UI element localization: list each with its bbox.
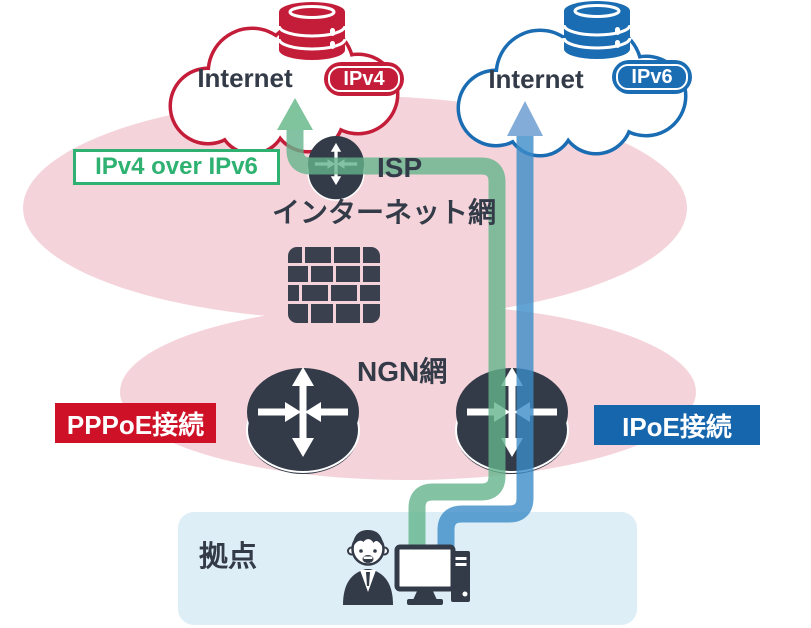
internet-ipv4-label: Internet	[197, 63, 293, 93]
person-icon	[343, 530, 393, 605]
ipv4-badge: IPv4	[324, 62, 404, 96]
internet-ipv6-label: Internet	[488, 64, 584, 94]
pppoe-router-icon	[246, 367, 360, 474]
ngn-network-label: NGN網	[357, 356, 448, 387]
ipv4-over-ipv6-flow-path	[277, 98, 506, 552]
database-ipv4-icon	[277, 0, 347, 62]
computer-icon	[394, 544, 470, 605]
ngn-network-ellipse	[120, 304, 696, 480]
firewall-icon	[288, 247, 380, 323]
green-arrow-up-icon	[277, 98, 313, 130]
isp-label: ISP	[377, 152, 423, 183]
internet-network-label: インターネット網	[272, 197, 497, 228]
ipv4-badge-text: IPv4	[343, 67, 385, 90]
ipv6-badge-text: IPv6	[631, 65, 673, 88]
database-ipv6-icon	[562, 0, 632, 61]
ipv6-badge: IPv6	[612, 60, 692, 94]
ipv4-over-ipv6-label: IPv4 over IPv6	[73, 149, 280, 185]
ipoe-router-icon	[455, 367, 569, 474]
ipv6-flow-path	[437, 101, 543, 552]
site-label: 拠点	[199, 541, 258, 573]
ipoe-connection-label: IPoE接続	[594, 405, 760, 445]
blue-arrow-up-icon	[507, 101, 543, 136]
pppoe-connection-label: PPPoE接続	[55, 403, 216, 443]
